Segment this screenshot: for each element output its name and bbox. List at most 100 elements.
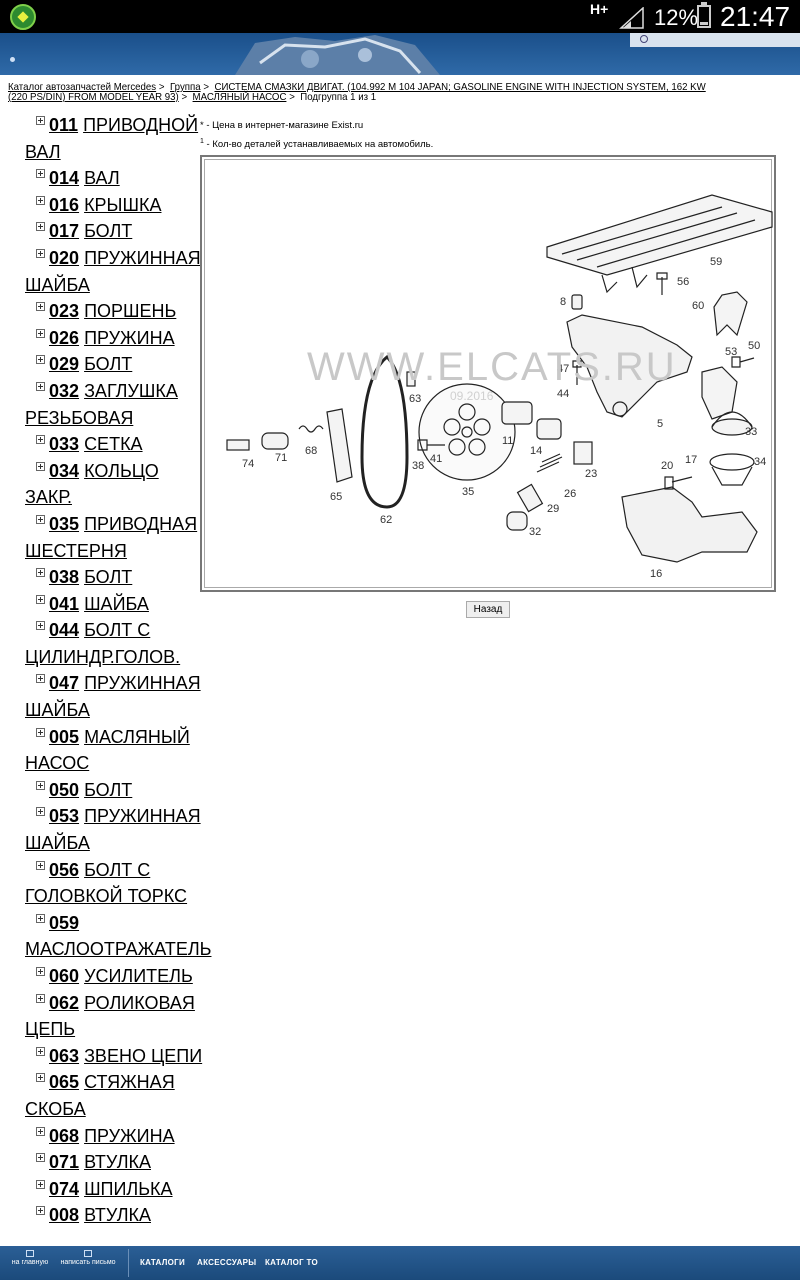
- expand-icon[interactable]: [36, 1206, 45, 1216]
- part-name[interactable]: ПРИВОДНОЙ ВАЛ: [25, 115, 199, 162]
- part-name[interactable]: ВАЛ: [84, 168, 120, 189]
- expand-icon[interactable]: [36, 780, 45, 790]
- part-name[interactable]: КОЛЬЦО ЗАКР.: [25, 460, 159, 508]
- part-name[interactable]: ЗВЕНО ЦЕПИ: [84, 1045, 203, 1066]
- part-name[interactable]: ПРИВОДНАЯ ШЕСТЕРНЯ: [25, 513, 198, 561]
- expand-icon[interactable]: [36, 993, 45, 1003]
- part-code[interactable]: 044: [49, 620, 80, 641]
- expand-icon[interactable]: [36, 222, 45, 232]
- part-name[interactable]: ВТУЛКА: [84, 1205, 151, 1226]
- home-link[interactable]: на главную: [8, 1250, 52, 1266]
- part-code[interactable]: 033: [49, 434, 80, 455]
- part-code[interactable]: 060: [49, 966, 80, 986]
- part-item[interactable]: 071 ВТУЛКА: [25, 1149, 203, 1176]
- part-item[interactable]: 011 ПРИВОДНОЙ ВАЛ: [25, 112, 203, 165]
- part-code[interactable]: 071: [49, 1152, 80, 1173]
- part-code[interactable]: 008: [49, 1205, 80, 1226]
- expand-icon[interactable]: [36, 860, 45, 870]
- expand-icon[interactable]: [36, 1046, 45, 1056]
- part-code[interactable]: 034: [49, 460, 80, 481]
- part-code[interactable]: 056: [49, 859, 80, 880]
- part-item[interactable]: 014 ВАЛ: [25, 165, 203, 192]
- breadcrumb-group-link[interactable]: Группа: [169, 81, 201, 93]
- part-code[interactable]: 014: [49, 168, 80, 189]
- part-item[interactable]: 035 ПРИВОДНАЯ ШЕСТЕРНЯ: [25, 511, 203, 564]
- part-code[interactable]: 035: [49, 513, 80, 534]
- part-item[interactable]: 062 РОЛИКОВАЯ ЦЕПЬ: [25, 990, 203, 1043]
- expand-icon[interactable]: [36, 355, 45, 365]
- breadcrumb-system-link[interactable]: СИСТЕМА СМАЗКИ ДВИГАТ. (104.992 M 104 JA…: [8, 81, 706, 103]
- expand-icon[interactable]: [36, 1126, 45, 1136]
- part-name[interactable]: БОЛТ: [84, 567, 133, 588]
- part-name[interactable]: ВТУЛКА: [84, 1152, 151, 1173]
- part-item[interactable]: 068 ПРУЖИНА: [25, 1123, 203, 1150]
- part-code[interactable]: 011: [49, 115, 79, 135]
- parts-diagram[interactable]: 59 56 60 8 53 50 47 44 5 63 11 14 33 17 …: [200, 155, 776, 592]
- part-item[interactable]: 050 БОЛТ: [25, 777, 203, 804]
- part-item[interactable]: 041 ШАЙБА: [25, 591, 203, 618]
- expand-icon[interactable]: [36, 594, 45, 604]
- part-name[interactable]: БОЛТ: [84, 221, 133, 242]
- part-item[interactable]: 063 ЗВЕНО ЦЕПИ: [25, 1043, 203, 1070]
- part-item[interactable]: 053 ПРУЖИННАЯ ШАЙБА: [25, 803, 203, 856]
- part-code[interactable]: 059: [49, 912, 80, 933]
- part-item[interactable]: 059 МАСЛООТРАЖАТЕЛЬ: [25, 910, 211, 963]
- part-item[interactable]: 026 ПРУЖИНА: [25, 325, 203, 352]
- back-button[interactable]: Назад: [466, 601, 510, 618]
- part-code[interactable]: 020: [49, 247, 80, 268]
- part-item[interactable]: 023 ПОРШЕНЬ: [25, 298, 203, 325]
- part-code[interactable]: 032: [49, 380, 80, 401]
- part-item[interactable]: 032 ЗАГЛУШКА РЕЗЬБОВАЯ: [25, 378, 203, 431]
- expand-icon[interactable]: [36, 621, 45, 631]
- part-name[interactable]: БОЛТ С ЦИЛИНДР.ГОЛОВ.: [25, 620, 181, 667]
- expand-icon[interactable]: [36, 1153, 45, 1163]
- part-code[interactable]: 017: [49, 221, 80, 242]
- part-name[interactable]: РОЛИКОВАЯ ЦЕПЬ: [25, 992, 195, 1040]
- part-code[interactable]: 041: [49, 593, 80, 614]
- expand-icon[interactable]: [36, 1179, 45, 1189]
- part-item[interactable]: 056 БОЛТ С ГОЛОВКОЙ ТОРКС: [25, 857, 203, 910]
- part-code[interactable]: 016: [49, 194, 80, 215]
- part-code[interactable]: 063: [49, 1045, 80, 1066]
- part-code[interactable]: 023: [49, 301, 80, 322]
- catalogs-link[interactable]: КАТАЛОГИ: [140, 1258, 186, 1267]
- expand-icon[interactable]: [36, 461, 45, 471]
- part-name[interactable]: СТЯЖНАЯ СКОБА: [25, 1072, 175, 1119]
- part-name[interactable]: БОЛТ С ГОЛОВКОЙ ТОРКС: [25, 859, 188, 907]
- part-item[interactable]: 038 БОЛТ: [25, 564, 203, 591]
- part-name[interactable]: СЕТКА: [84, 434, 143, 455]
- part-name[interactable]: УСИЛИТЕЛЬ: [84, 966, 193, 986]
- to-catalog-link[interactable]: КАТАЛОГ ТО: [265, 1258, 319, 1267]
- expand-icon[interactable]: [36, 807, 45, 817]
- part-name[interactable]: МАСЛООТРАЖАТЕЛЬ: [25, 939, 212, 960]
- part-name[interactable]: ПОРШЕНЬ: [84, 301, 177, 322]
- part-item[interactable]: 074 ШПИЛЬКА: [25, 1176, 203, 1203]
- part-item[interactable]: 020 ПРУЖИННАЯ ШАЙБА: [25, 245, 203, 298]
- expand-icon[interactable]: [36, 568, 45, 578]
- part-code[interactable]: 005: [49, 726, 80, 747]
- part-code[interactable]: 065: [49, 1072, 80, 1093]
- expand-icon[interactable]: [36, 913, 45, 923]
- expand-icon[interactable]: [36, 1073, 45, 1083]
- part-name[interactable]: ПРУЖИНА: [84, 1125, 175, 1146]
- part-code[interactable]: 047: [49, 673, 80, 694]
- part-name[interactable]: ЗАГЛУШКА РЕЗЬБОВАЯ: [25, 380, 178, 428]
- write-letter-link[interactable]: написать письмо: [58, 1250, 118, 1266]
- part-code[interactable]: 029: [49, 354, 80, 375]
- expand-icon[interactable]: [36, 727, 45, 737]
- part-code[interactable]: 026: [49, 327, 80, 348]
- part-item[interactable]: 029 БОЛТ: [25, 351, 203, 378]
- part-code[interactable]: 068: [49, 1125, 80, 1146]
- part-name[interactable]: МАСЛЯНЫЙ НАСОС: [25, 726, 190, 774]
- accessories-link[interactable]: АКСЕССУАРЫ: [197, 1258, 257, 1267]
- expand-icon[interactable]: [36, 435, 45, 445]
- part-code[interactable]: 053: [49, 806, 80, 827]
- part-name[interactable]: БОЛТ: [84, 354, 133, 375]
- part-name[interactable]: ПРУЖИННАЯ ШАЙБА: [25, 247, 201, 295]
- part-name[interactable]: ШАЙБА: [84, 593, 149, 614]
- part-item[interactable]: 033 СЕТКА: [25, 431, 203, 458]
- part-item[interactable]: 017 БОЛТ: [25, 218, 203, 245]
- part-name[interactable]: ПРУЖИНА: [84, 327, 175, 348]
- part-item[interactable]: 047 ПРУЖИННАЯ ШАЙБА: [25, 670, 203, 723]
- part-item[interactable]: 060 УСИЛИТЕЛЬ: [25, 963, 203, 990]
